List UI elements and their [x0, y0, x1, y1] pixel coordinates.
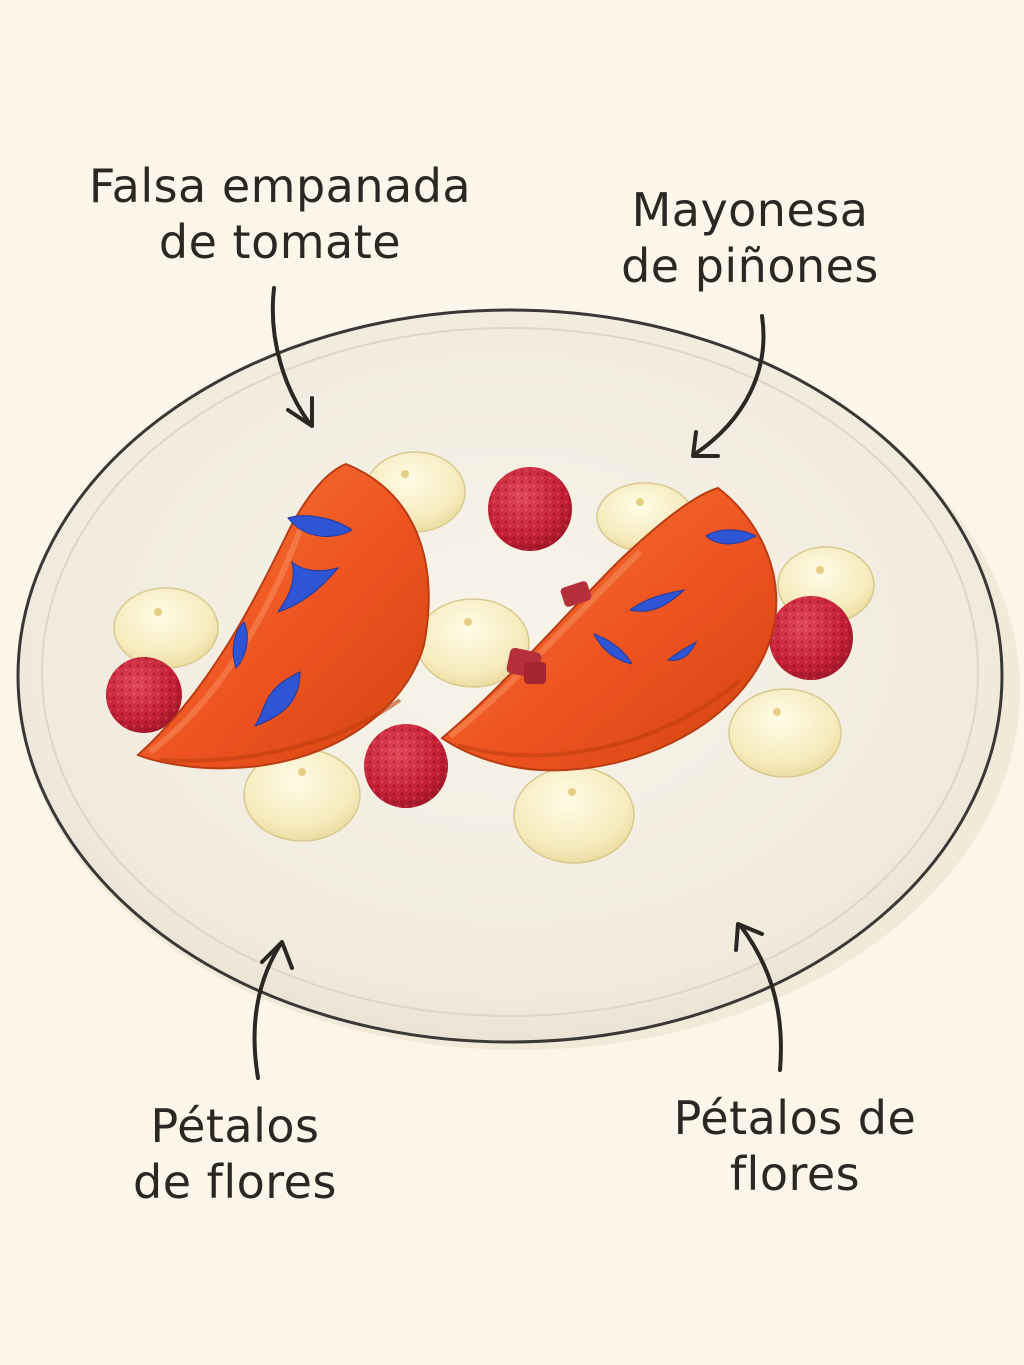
- label-line: Pétalos: [150, 1099, 320, 1153]
- label-line: Falsa empanada: [88, 159, 472, 213]
- mayo-dollop: [113, 587, 219, 669]
- tomato-empanada-right: [440, 486, 778, 772]
- label-line: Pétalos de: [673, 1091, 917, 1145]
- label-falsa-empanada: Falsa empanada de tomate: [60, 158, 500, 270]
- flower-petal-icon: [592, 633, 633, 665]
- mayo-dollop: [513, 766, 635, 864]
- curved-arrow-icon: [270, 286, 314, 428]
- curved-arrow-icon: [252, 940, 294, 1080]
- flower-petal-icon: [276, 560, 340, 613]
- flower-petal-icon: [253, 671, 301, 727]
- label-petalos-right: Pétalos de flores: [640, 1090, 950, 1202]
- flower-petals: [232, 515, 758, 727]
- label-petalos-left: Pétalos de flores: [90, 1098, 380, 1210]
- curved-arrow-icon: [734, 922, 783, 1072]
- mayo-dollop: [728, 688, 842, 778]
- label-line: de piñones: [621, 239, 879, 293]
- label-line: de flores: [133, 1155, 337, 1209]
- raspberries: [106, 467, 853, 808]
- flower-petal-icon: [287, 515, 353, 537]
- flower-petal-icon: [232, 621, 248, 669]
- flower-petal-icon: [628, 589, 686, 612]
- curved-arrow-icon: [691, 314, 766, 458]
- label-line: de tomate: [158, 215, 402, 269]
- plate-inner-rim: [41, 327, 979, 1017]
- curved-arrows: [252, 286, 783, 1080]
- label-line: flores: [729, 1147, 861, 1201]
- label-line: Mayonesa: [631, 183, 869, 237]
- flower-petal-icon: [666, 640, 698, 661]
- flower-petal-icon: [705, 529, 758, 545]
- label-mayonesa: Mayonesa de piñones: [580, 182, 920, 294]
